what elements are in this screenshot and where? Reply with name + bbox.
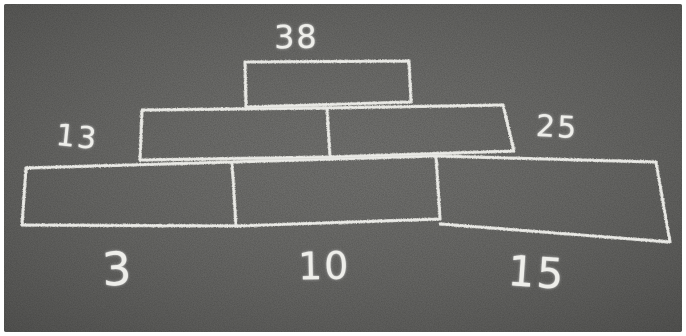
top-number-label: 38 <box>274 18 319 57</box>
bottom-right-number-label: 15 <box>506 246 567 299</box>
bottom-left-number-label: 3 <box>101 241 135 297</box>
left-number-label: 13 <box>54 118 100 157</box>
bottom-middle-number-label: 10 <box>298 244 351 289</box>
photo-frame: 38 13 25 3 10 15 <box>4 4 682 332</box>
right-number-label: 25 <box>535 109 579 146</box>
